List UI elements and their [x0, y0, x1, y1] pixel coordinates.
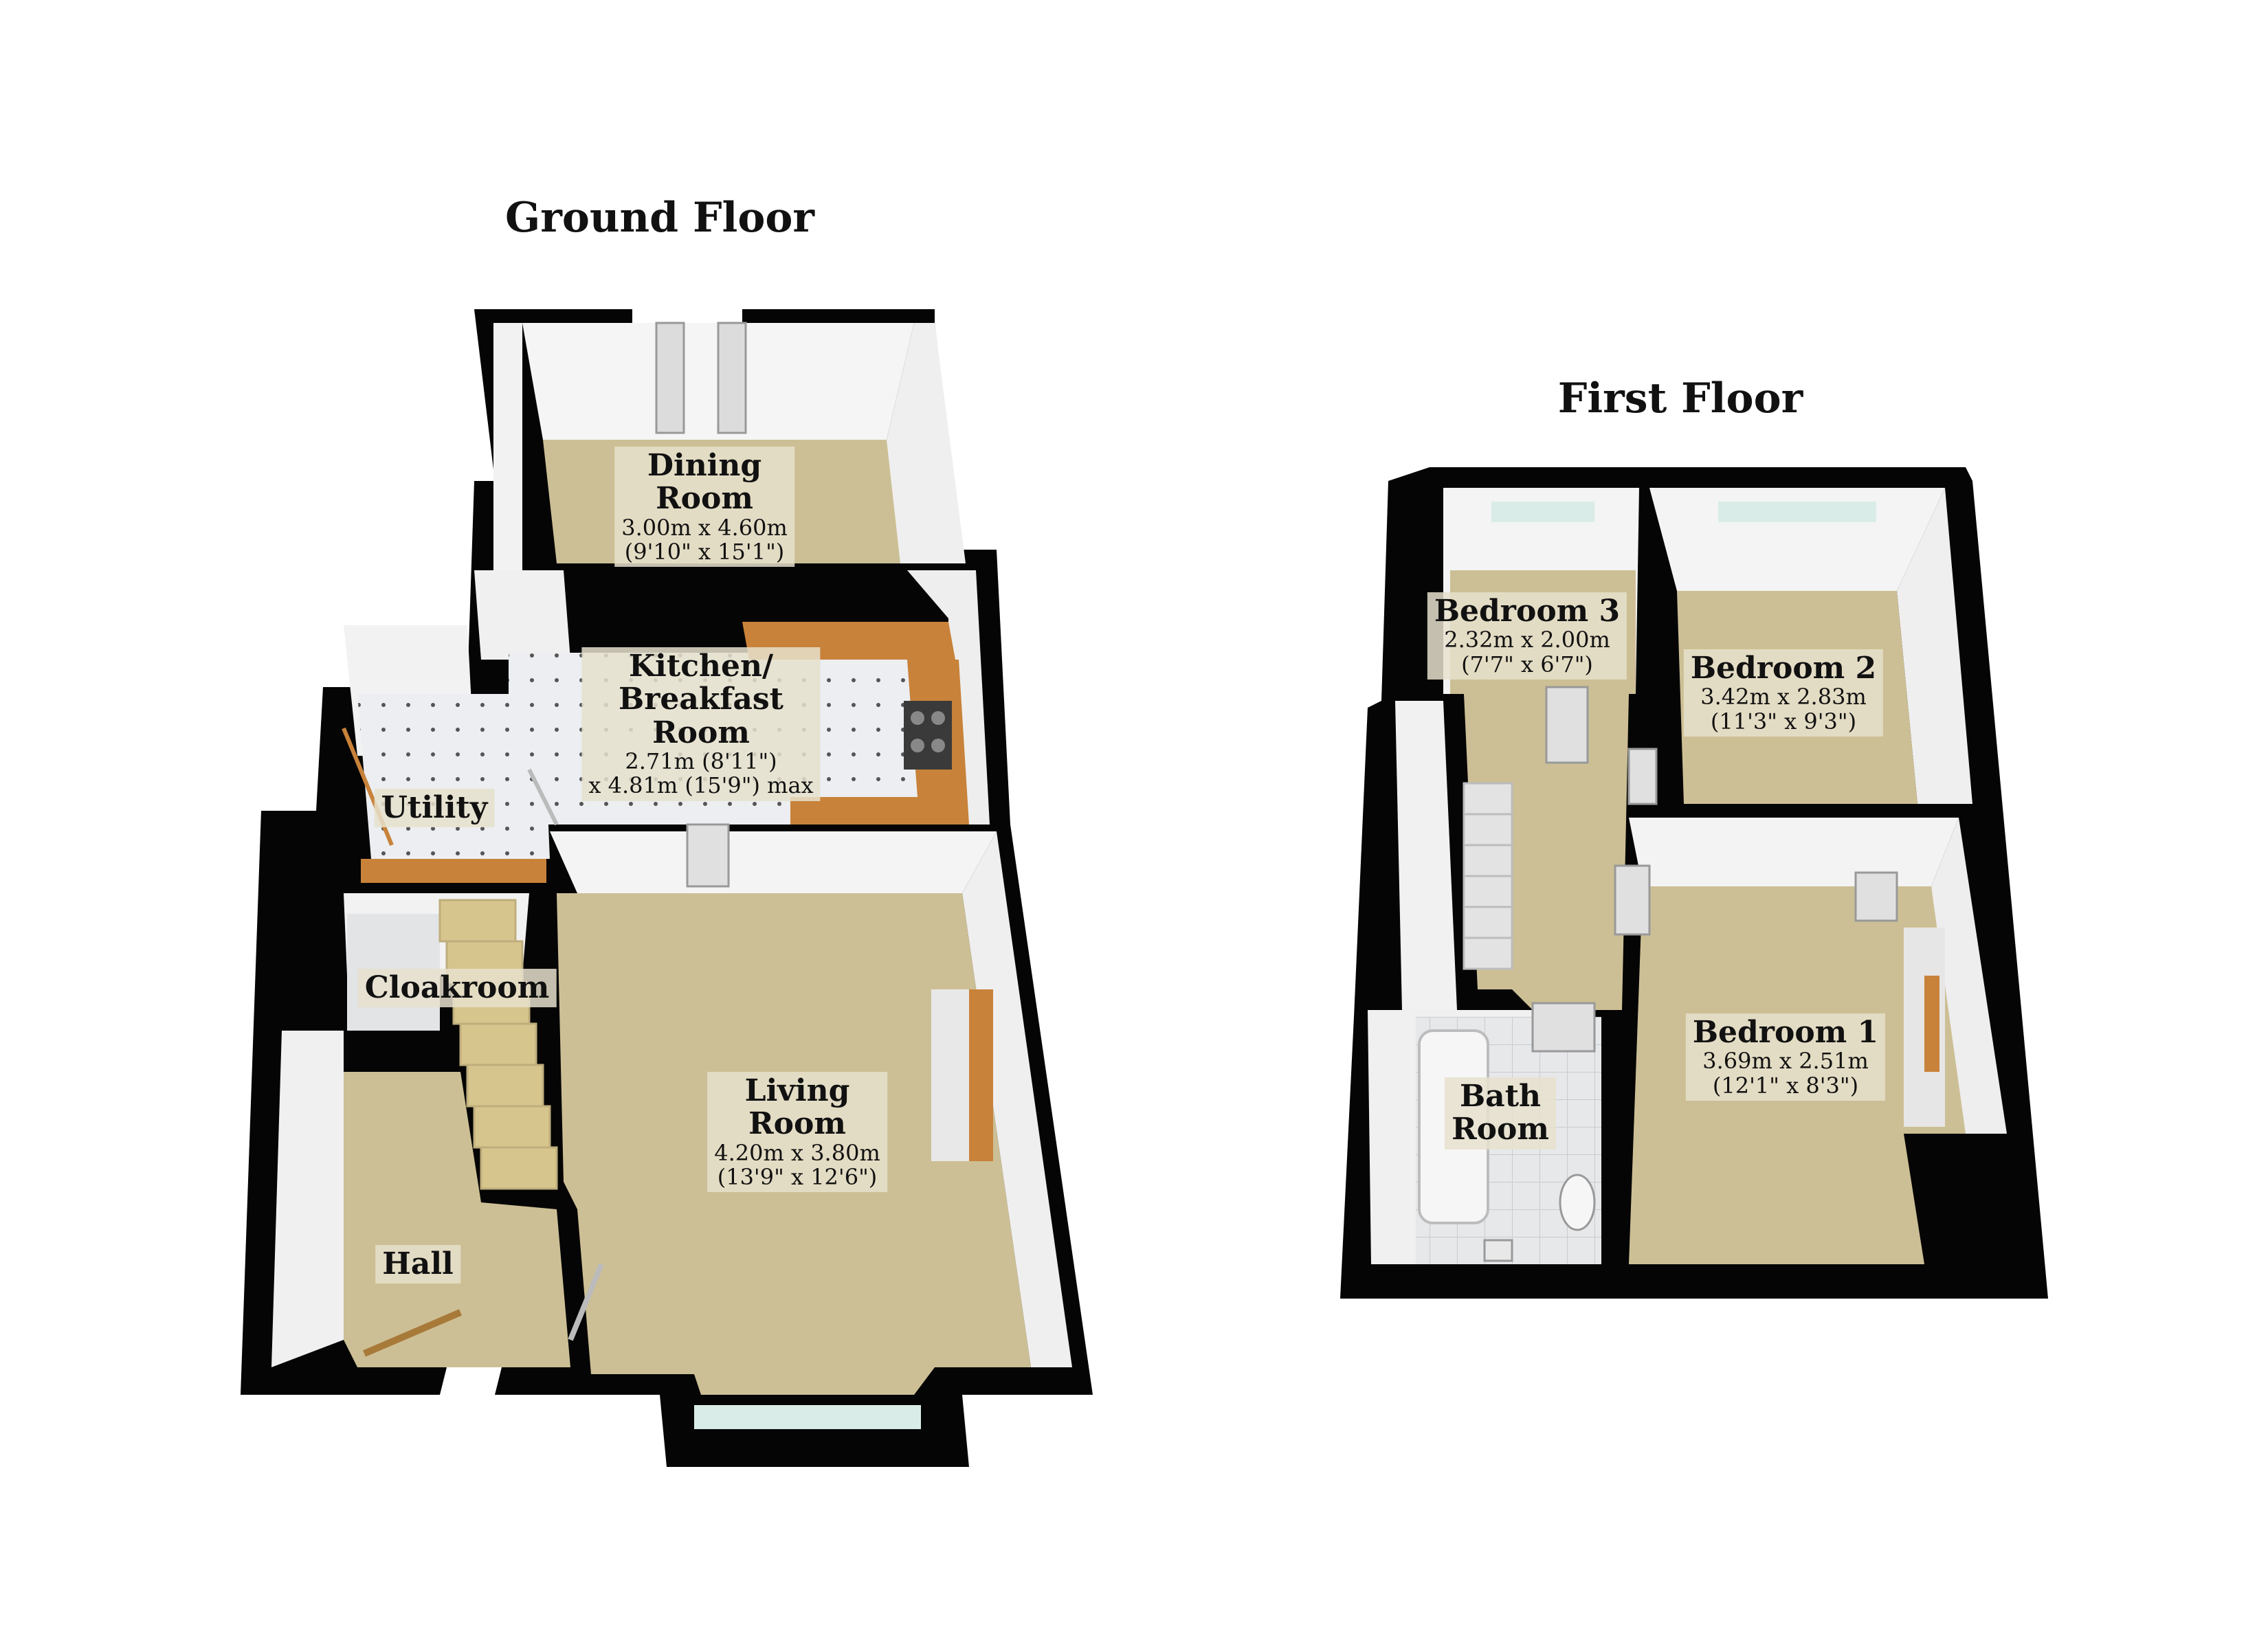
first-floor-title: First Floor	[1557, 374, 1803, 423]
dining-room-name-2: Room	[656, 481, 753, 517]
window-bed3	[1491, 502, 1594, 522]
wall-face-living-right	[962, 831, 1072, 1367]
bedroom3-dim-2: (7'7" x 6'7")	[1461, 651, 1593, 677]
bedroom2-label: Bedroom 2 3.42m x 2.83m (11'3" x 9'3")	[1683, 649, 1884, 737]
hall-label: Hall	[375, 1245, 460, 1284]
bedroom2-dim-1: 3.42m x 2.83m	[1700, 684, 1867, 710]
living-room-name-1: Living	[744, 1073, 850, 1108]
kitchen-dim-1: 2.71m (8'11")	[625, 748, 777, 775]
bedroom1-dim-1: 3.69m x 2.51m	[1702, 1048, 1869, 1075]
hall-floor	[344, 1072, 570, 1367]
bedroom1-dim-2: (12'1" x 8'3")	[1712, 1072, 1859, 1099]
bathroom-label: Bath Room	[1445, 1077, 1556, 1149]
bathroom-name-1: Bath	[1459, 1079, 1542, 1114]
dining-room-dim-2: (9'10" x 15'1")	[624, 538, 785, 565]
kitchen-name-1: Kitchen/	[628, 649, 774, 684]
bedroom2-name: Bedroom 2	[1690, 651, 1877, 686]
bedroom1-label: Bedroom 1 3.69m x 2.51m (12'1" x 8'3")	[1685, 1013, 1886, 1101]
kitchen-label: Kitchen/ Breakfast Room 2.71m (8'11") x …	[581, 647, 821, 801]
door-wardrobe	[1854, 871, 1898, 922]
utility-name: Utility	[381, 790, 488, 825]
dining-room-name-1: Dining	[647, 448, 762, 483]
bedroom3-name: Bedroom 3	[1434, 594, 1621, 629]
basin-icon	[1483, 1239, 1513, 1262]
window-bed2	[1718, 502, 1876, 522]
living-room-dim-2: (13'9" x 12'6")	[717, 1163, 878, 1190]
door-kitchen-utility	[527, 768, 559, 826]
door-bath	[1531, 1002, 1596, 1053]
door-dining-left	[655, 322, 685, 434]
dining-room-dim-1: 3.00m x 4.60m	[621, 514, 788, 541]
bedroom3-dim-1: 2.32m x 2.00m	[1444, 627, 1610, 653]
door-dining-right	[717, 322, 747, 434]
wall-face-kitchen-left	[474, 570, 570, 660]
door-bed1	[1614, 864, 1651, 936]
door-hall-front	[363, 1309, 462, 1357]
utility-worktop	[361, 859, 546, 883]
bedroom2-dim-2: (11'3" x 9'3")	[1710, 708, 1857, 734]
kitchen-name-3: Room	[652, 715, 750, 750]
hob-icon	[904, 701, 952, 770]
first-staircase	[1463, 782, 1513, 970]
door-kitchen-living	[686, 823, 730, 888]
living-room-name-2: Room	[748, 1106, 846, 1142]
dining-room-label: Dining Room 3.00m x 4.60m (9'10" x 15'1"…	[614, 447, 794, 568]
ground-floor-title: Ground Floor	[505, 194, 814, 242]
kitchen-dim-2: x 4.81m (15'9") max	[588, 772, 814, 799]
wall-face-hall-left	[271, 1031, 344, 1367]
kitchen-name-2: Breakfast	[619, 682, 783, 717]
wall-face-living-top	[550, 831, 997, 893]
bathroom-name-2: Room	[1452, 1112, 1549, 1147]
wall-face-dining-left	[493, 323, 522, 574]
wardrobe-door-icon	[1924, 976, 1939, 1072]
living-room-label: Living Room 4.20m x 3.80m (13'9" x 12'6"…	[707, 1072, 887, 1193]
living-hearth-icon	[969, 989, 993, 1161]
bedroom3-label: Bedroom 3 2.32m x 2.00m (7'7" x 6'7")	[1427, 592, 1627, 680]
utility-label: Utility	[374, 789, 495, 828]
living-bay-window	[694, 1405, 921, 1429]
bedroom1-name: Bedroom 1	[1692, 1015, 1879, 1050]
door-living-hall	[568, 1263, 604, 1341]
toilet-icon	[1559, 1174, 1596, 1231]
wall-face-dining-right	[887, 323, 966, 563]
hall-name: Hall	[382, 1246, 454, 1281]
door-bed3	[1545, 686, 1589, 764]
cloakroom-name: Cloakroom	[364, 970, 550, 1005]
wall-face-bed2-right	[1897, 488, 1972, 804]
door-bed2	[1627, 748, 1658, 805]
wall-face-landing	[1395, 701, 1457, 1010]
wall-face-bed1	[1629, 818, 1959, 886]
cloakroom-label: Cloakroom	[357, 969, 557, 1008]
living-room-dim-1: 4.20m x 3.80m	[714, 1139, 880, 1166]
